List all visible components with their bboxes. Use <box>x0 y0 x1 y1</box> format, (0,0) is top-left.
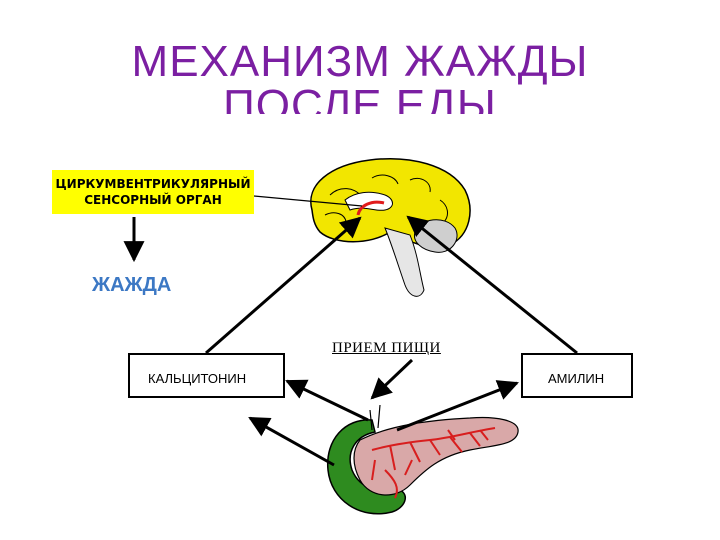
page-title: МЕХАНИЗМ ЖАЖДЫ ПОСЛЕ ЕДЫ <box>0 37 720 115</box>
amylin-to-brain-arrow <box>406 215 578 355</box>
thirst-label: ЖАЖДА <box>92 274 172 296</box>
cerebellum <box>413 219 458 253</box>
title-line-2: ПОСЛЕ ЕДЫ <box>223 84 497 114</box>
sensory-organ-line-1: ЦИРКУМВЕНТРИКУЛЯРНЫЙ <box>55 177 251 191</box>
food-intake-label: ПРИЕМ ПИЩИ <box>332 340 441 356</box>
calcitonin-box: КАЛЬЦИТОНИН <box>128 353 285 398</box>
title-line-1: МЕХАНИЗМ ЖАЖДЫ <box>131 37 589 86</box>
sensory-organ-box: ЦИРКУМВЕНТРИКУЛЯРНЫЙ СЕНСОРНЫЙ ОРГАН <box>52 170 254 214</box>
arrows <box>123 195 578 467</box>
calcitonin-to-brain-arrow <box>205 216 362 355</box>
food-intake-arrow <box>370 358 414 400</box>
pancreas-vessels <box>371 427 496 499</box>
duodenum <box>327 419 407 515</box>
pancreas-to-side-arrow <box>248 416 335 467</box>
amylin-box: АМИЛИН <box>521 353 633 398</box>
brain-highlight <box>356 200 385 216</box>
calcitonin-label: КАЛЬЦИТОНИН <box>148 371 247 386</box>
pancreas-illustration <box>327 404 519 515</box>
brain-illustration <box>310 158 471 297</box>
organ-to-brain-line <box>253 195 363 207</box>
pancreas-body <box>353 416 519 496</box>
bile-duct <box>369 404 381 431</box>
pancreas-to-amylin-arrow <box>396 380 519 432</box>
brainstem <box>384 227 425 297</box>
pancreas-to-calcitonin-arrow <box>285 379 369 422</box>
amylin-label: АМИЛИН <box>548 371 605 386</box>
sensory-organ-line-2: СЕНСОРНЫЙ ОРГАН <box>84 193 222 207</box>
